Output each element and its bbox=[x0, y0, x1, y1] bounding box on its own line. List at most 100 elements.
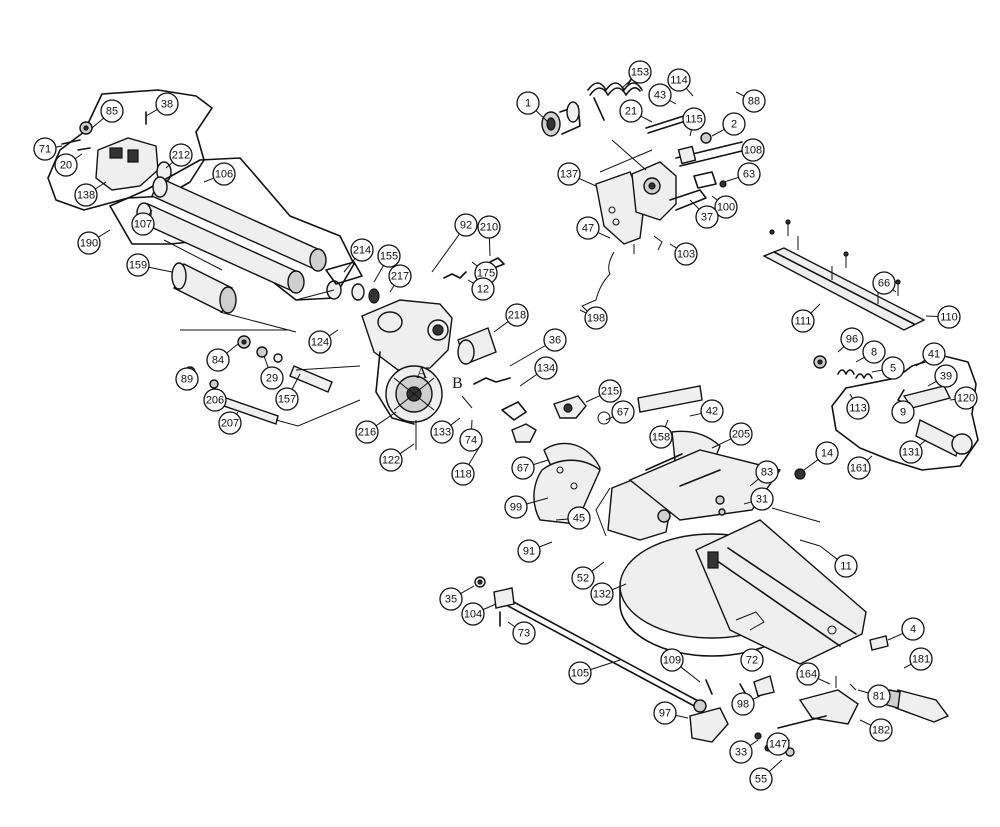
callout-91: 91 bbox=[517, 539, 553, 563]
callout-leader bbox=[866, 455, 873, 461]
callout-leader bbox=[819, 545, 838, 560]
callout-leader bbox=[467, 279, 474, 284]
callout-bubble bbox=[77, 231, 101, 255]
callout-number: 71 bbox=[39, 144, 51, 156]
callout-215: 215 bbox=[585, 379, 622, 403]
callout-leader bbox=[291, 373, 301, 390]
callout-number: 72 bbox=[746, 655, 758, 667]
callout-8: 8 bbox=[855, 340, 886, 364]
callout-131: 131 bbox=[899, 439, 927, 464]
callout-leader bbox=[711, 195, 718, 201]
callout-bubble bbox=[206, 348, 230, 372]
callout-107: 107 bbox=[131, 209, 155, 236]
callout-number: 2 bbox=[731, 119, 737, 131]
callout-205: 205 bbox=[711, 422, 753, 449]
callout-74: 74 bbox=[459, 419, 483, 452]
callout-52: 52 bbox=[571, 561, 605, 590]
callout-bubble bbox=[695, 205, 719, 229]
carriage-housing bbox=[295, 257, 611, 450]
callout-number: 113 bbox=[849, 403, 867, 415]
callout-number: 8 bbox=[871, 347, 877, 359]
callout-bubble bbox=[881, 356, 905, 380]
callout-number: 118 bbox=[454, 469, 472, 481]
callout-41: 41 bbox=[915, 342, 946, 367]
callout-number: 36 bbox=[549, 335, 561, 347]
callout-bubble bbox=[212, 162, 236, 186]
callout-216: 216 bbox=[355, 411, 397, 444]
callout-bubble bbox=[729, 422, 753, 446]
marker-a: A bbox=[416, 365, 428, 382]
callout-158: 158 bbox=[649, 419, 673, 449]
callout-bubble bbox=[512, 621, 536, 645]
callout-number: 206 bbox=[206, 395, 224, 407]
callout-161: 161 bbox=[847, 455, 873, 480]
callout-number: 89 bbox=[181, 374, 193, 386]
callout-number: 153 bbox=[631, 67, 649, 79]
callout-89: 89 bbox=[175, 367, 199, 391]
callout-number: 205 bbox=[732, 429, 750, 441]
callout-number: 138 bbox=[77, 190, 95, 202]
callout-leader bbox=[98, 229, 111, 238]
callout-bubble bbox=[660, 648, 684, 672]
callout-leader bbox=[669, 99, 677, 105]
callout-bubble bbox=[934, 364, 958, 388]
callout-leader bbox=[919, 439, 927, 446]
callout-bubble bbox=[203, 388, 227, 412]
callout-99: 99 bbox=[504, 495, 549, 519]
callout-bubble bbox=[534, 356, 558, 380]
callout-leader bbox=[389, 285, 395, 293]
callout-bubble bbox=[766, 732, 790, 756]
callout-leader bbox=[749, 478, 759, 487]
callout-number: 14 bbox=[821, 448, 833, 460]
callout-number: 98 bbox=[737, 699, 749, 711]
callout-number: 100 bbox=[717, 202, 735, 214]
callout-number: 109 bbox=[663, 655, 681, 667]
callout-105: 105 bbox=[568, 659, 621, 685]
callout-207: 207 bbox=[218, 411, 242, 435]
callout-bubble bbox=[571, 566, 595, 590]
callout-181: 181 bbox=[903, 647, 933, 671]
callout-number: 67 bbox=[617, 407, 629, 419]
callout-155: 155 bbox=[373, 244, 401, 283]
callout-12: 12 bbox=[467, 277, 495, 301]
callout-109: 109 bbox=[660, 648, 701, 683]
callout-bubble bbox=[731, 692, 755, 716]
callout-72: 72 bbox=[740, 648, 764, 672]
callout-leader bbox=[915, 359, 926, 367]
callout-bubble bbox=[737, 162, 761, 186]
callout-leader bbox=[509, 345, 546, 367]
callout-leader bbox=[488, 237, 491, 257]
callout-leader bbox=[579, 309, 587, 314]
callout-bubble bbox=[439, 587, 463, 611]
marker-b: B bbox=[452, 375, 463, 392]
callout-84: 84 bbox=[206, 343, 239, 372]
callout-147: 147 bbox=[766, 732, 791, 756]
callout-9: 9 bbox=[891, 400, 915, 424]
callout-number: 137 bbox=[560, 169, 578, 181]
callout-leader bbox=[892, 289, 897, 293]
callout-number: 216 bbox=[358, 427, 376, 439]
callout-number: 20 bbox=[60, 160, 72, 172]
callout-bubble bbox=[598, 379, 622, 403]
callout-leader bbox=[145, 109, 158, 117]
callout-number: 9 bbox=[900, 407, 906, 419]
callout-bubble bbox=[791, 309, 815, 333]
callout-number: 214 bbox=[353, 245, 371, 257]
callout-111: 111 bbox=[791, 303, 821, 333]
callout-217: 217 bbox=[388, 264, 412, 293]
callout-bubble bbox=[54, 153, 78, 177]
callout-88: 88 bbox=[735, 89, 766, 113]
callout-leader bbox=[450, 417, 461, 426]
callout-bubble bbox=[517, 539, 541, 563]
callout-bubble bbox=[504, 495, 528, 519]
callout-leader bbox=[949, 398, 956, 401]
callout-182: 182 bbox=[859, 718, 893, 742]
callout-number: 133 bbox=[433, 427, 451, 439]
callout-47: 47 bbox=[576, 216, 611, 240]
callout-164: 164 bbox=[796, 662, 831, 686]
callout-bubble bbox=[867, 684, 891, 708]
callout-leader bbox=[493, 321, 509, 333]
callout-bubble bbox=[815, 441, 839, 465]
callout-bubble bbox=[567, 506, 591, 530]
callout-number: 31 bbox=[756, 494, 768, 506]
